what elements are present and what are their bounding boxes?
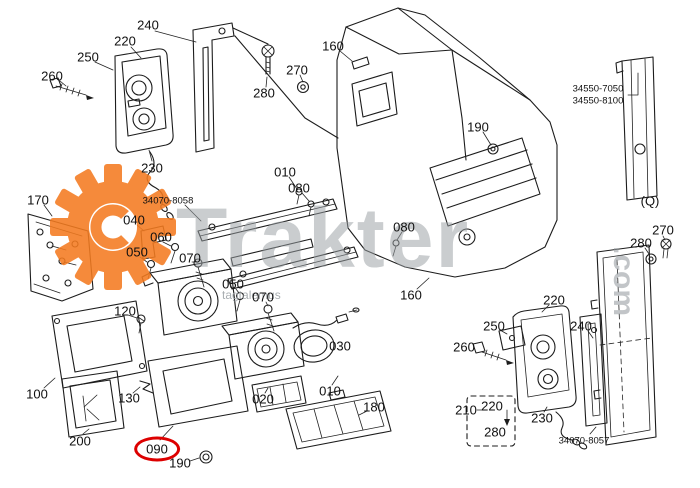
callout-250-31: 250 — [483, 318, 505, 334]
callout-280-40: 280 — [630, 235, 652, 251]
callout-080-10: 080 — [288, 180, 310, 196]
headlight-bezel-100 — [51, 300, 148, 389]
callout-130-22: 130 — [118, 390, 140, 406]
tractor-cowl — [336, 7, 558, 278]
legend-box — [466, 395, 516, 447]
callout-220-1: 220 — [114, 33, 136, 49]
callout-020-23: 020 — [252, 391, 274, 407]
callout-260-32: 260 — [453, 339, 475, 355]
callout-040-13: 040 — [123, 212, 145, 228]
callout-160-29: 160 — [400, 287, 422, 303]
callout-050-15: 050 — [126, 244, 148, 260]
callout-270-39: 270 — [652, 222, 674, 238]
callout-060-14: 060 — [150, 229, 172, 245]
callout-120-19: 120 — [114, 303, 136, 319]
bottom-nut-190 — [199, 450, 213, 464]
front-combination-lens-180 — [285, 389, 392, 450]
callout-160-5: 160 — [322, 38, 344, 54]
callout-250-2: 250 — [77, 49, 99, 65]
callout-230-34: 230 — [531, 410, 553, 426]
callout-210-35: 210 — [455, 402, 477, 418]
right-lamp-assembly — [472, 305, 608, 450]
front-emblem-panel-200 — [61, 370, 125, 438]
part-number-34550-7050: 34550-7050 — [572, 83, 624, 95]
callout-010-24: 010 — [319, 383, 341, 399]
callout-010-9: 010 — [274, 164, 296, 180]
part-number-34550-8100: 34550-8100 — [572, 95, 624, 107]
callout-230-4: 230 — [141, 160, 163, 176]
right-panel-assembly — [590, 56, 672, 446]
callout-190-8: 190 — [467, 119, 489, 135]
callout-180-25: 180 — [363, 399, 385, 415]
callout-100-21: 100 — [26, 386, 48, 402]
callout-070-16: 070 — [179, 250, 201, 266]
small-lens-020 — [251, 375, 307, 413]
callout-190-28: 190 — [169, 455, 191, 471]
callout-200-26: 200 — [69, 433, 91, 449]
callout-280-7: 280 — [253, 85, 275, 101]
grille-support-rails — [197, 188, 359, 290]
callout-220-36: 220 — [481, 398, 503, 414]
callout-030-20: 030 — [329, 338, 351, 354]
headlight-unit-lower — [221, 312, 305, 380]
part-number-34070-8058: 34070-8058 — [142, 195, 194, 207]
callout-090-27: 090 — [134, 436, 180, 462]
callout-280-37: 280 — [484, 424, 506, 440]
headlight-bezel-090 — [147, 345, 249, 428]
callout-170-12: 170 — [27, 192, 49, 208]
callout-240-0: 240 — [137, 17, 159, 33]
top-bolt-washer-hardware — [261, 44, 310, 94]
callout-220-30: 220 — [543, 292, 565, 308]
callout-080-11: 080 — [393, 219, 415, 235]
wiring-connectors — [292, 307, 360, 329]
lens-gasket-ring — [293, 329, 335, 363]
headlight-unit-upper — [141, 258, 238, 336]
callout-070-18: 070 — [252, 289, 274, 305]
callout-Q-38: (Q) — [640, 193, 660, 209]
callout-260-3: 260 — [41, 68, 63, 84]
callout-270-6: 270 — [286, 62, 308, 78]
callout-240-33: 240 — [570, 318, 592, 334]
callout-050-17: 050 — [222, 276, 244, 292]
part-number-34070-8057: 34070-8057 — [558, 435, 610, 447]
